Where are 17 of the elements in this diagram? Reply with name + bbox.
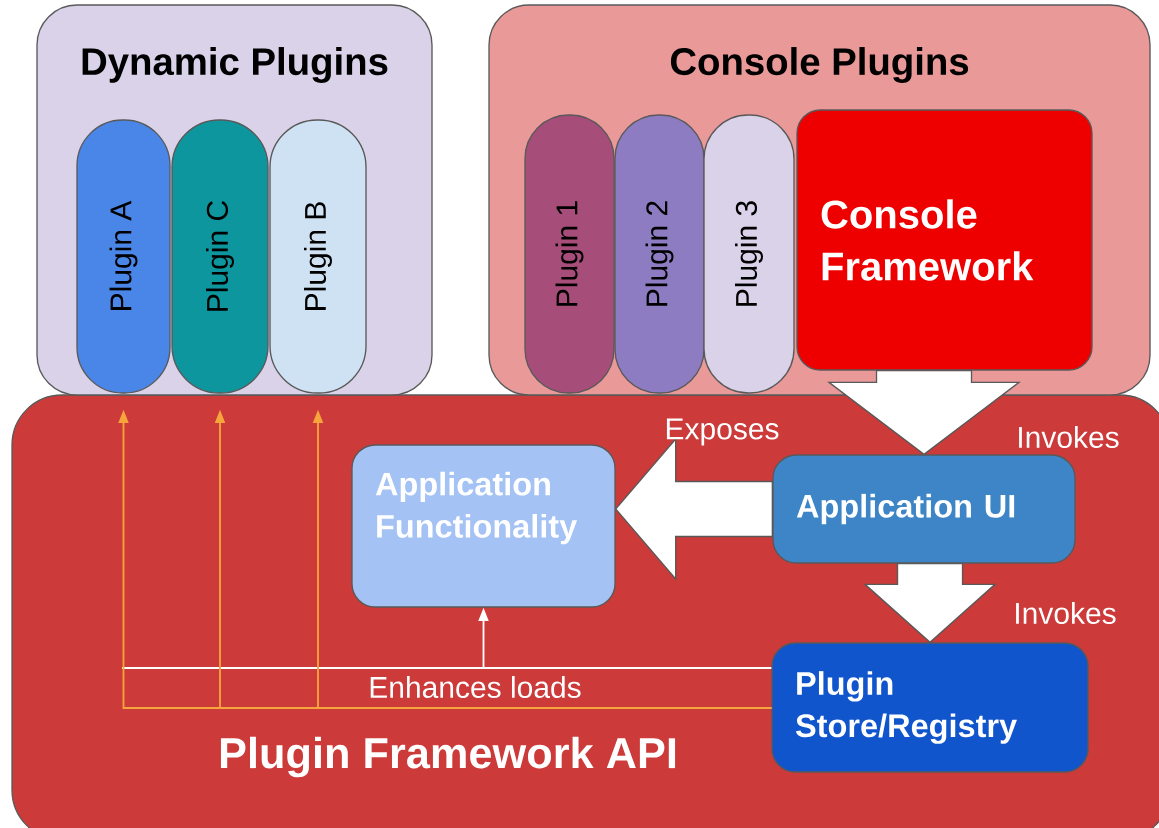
edge-label: Invokes (1019, 426, 1119, 448)
plugin-pill: Plugin 1 (524, 114, 615, 394)
edge-label: Exposes (666, 418, 779, 446)
plugin-pill: Plugin 3 (703, 114, 795, 394)
edge-label: Enhances loads (370, 676, 581, 698)
block-arrow (863, 563, 997, 644)
block-arrow (614, 437, 773, 581)
functionality-box: Application Functionality (351, 444, 616, 608)
registry-box: Plugin Store/Registry (771, 642, 1089, 773)
plugin-pill: Plugin A (76, 119, 171, 394)
ui-box: Application UI (772, 454, 1076, 564)
framework-box: Console Framework (796, 109, 1093, 371)
plugin-pill: Plugin 2 (614, 114, 705, 394)
edge-label: Invokes (1016, 602, 1116, 624)
plugin-pill: Plugin B (269, 119, 367, 394)
block-arrow (827, 370, 1021, 456)
plugin-pill: Plugin C (171, 119, 269, 394)
